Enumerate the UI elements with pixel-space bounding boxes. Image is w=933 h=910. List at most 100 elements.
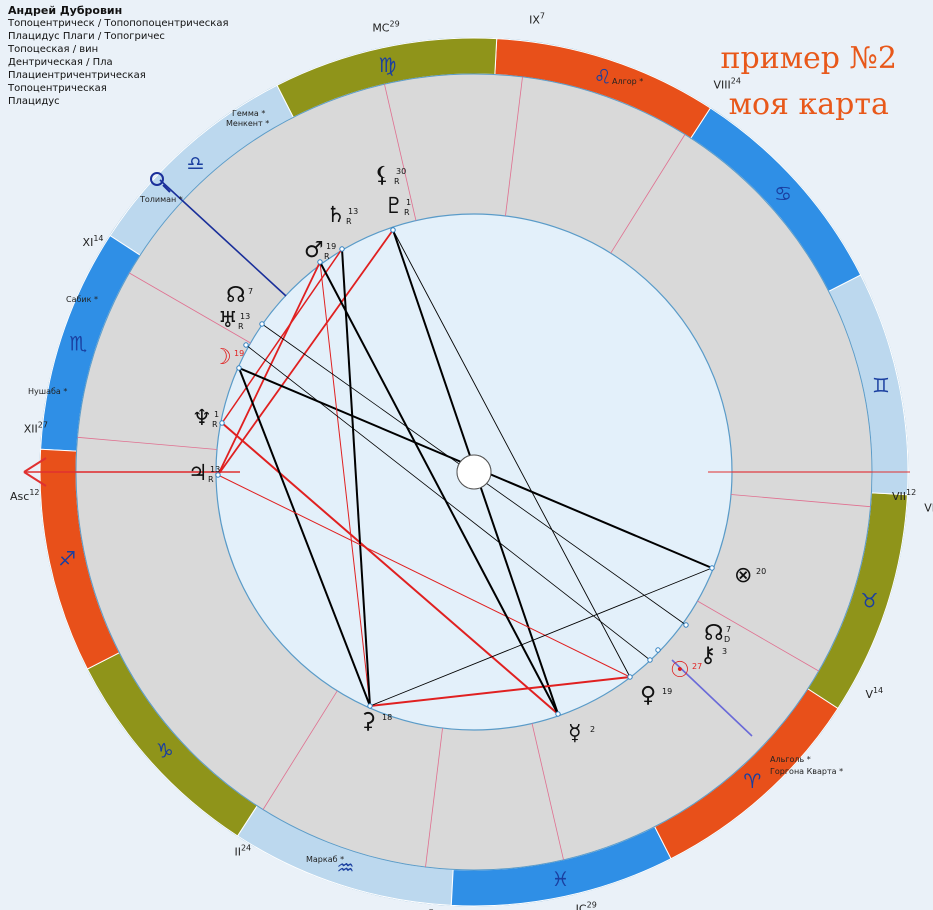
south-node-icon: ☊: [226, 283, 246, 308]
ceres-icon: ⚳: [360, 709, 376, 734]
fixed-star-label: Маркаб *: [306, 855, 344, 864]
house-degree: 7: [540, 11, 545, 20]
house-label: MC29: [372, 20, 399, 35]
planet-marker: [683, 622, 689, 628]
planet-marker: [709, 565, 715, 571]
house-degree: 24: [241, 843, 251, 852]
planet-marker: [555, 711, 561, 717]
aspect-line: [341, 248, 371, 707]
zodiac-sign-glyph: ♏: [69, 331, 87, 355]
mc-line: [159, 179, 287, 297]
planet-degree: 2: [590, 725, 595, 734]
planet-marker: [317, 259, 323, 265]
uranus-icon: ♅: [218, 308, 238, 333]
planet-degree: 7: [726, 625, 731, 634]
aspect-line: [319, 261, 371, 707]
header-line: Топоцеская / вин: [8, 44, 99, 55]
moon-icon: ☽: [212, 345, 232, 370]
planet-flag: D: [724, 635, 730, 644]
zodiac-sign-glyph: ♒: [336, 856, 354, 880]
aspect-line: [217, 261, 321, 476]
planet-degree: 3: [722, 647, 727, 656]
aspect-line: [369, 676, 631, 707]
house-cusp-line: [425, 728, 443, 868]
header-line: Топоцентрическ / Топопопоцентрическая: [8, 18, 229, 29]
planet-flag: R: [346, 217, 352, 226]
aspect-line: [392, 229, 631, 678]
house-label: XI14: [83, 234, 104, 249]
house-degree: 27: [38, 421, 48, 430]
saturn-icon: ♄: [326, 203, 346, 228]
venus-icon: ♀: [640, 683, 656, 708]
center-hub: [456, 454, 492, 490]
chiron-icon: ⚷: [700, 643, 716, 668]
mc-glyph-icon: [162, 184, 171, 193]
planet-flag: R: [394, 177, 400, 186]
house-label: Asc12: [10, 488, 40, 503]
fixed-star-label: Толиман *: [139, 195, 183, 204]
mars-icon: ♂: [304, 238, 324, 263]
house-label: VII12: [892, 488, 916, 503]
lilith-icon: ⚸: [374, 163, 390, 188]
house-cusp-line: [697, 600, 819, 672]
zodiac-sign-glyph: ♑: [156, 738, 174, 762]
zodiac-sign-glyph: ♌: [594, 64, 612, 88]
aspect-line: [238, 367, 371, 707]
house-degree: 14: [873, 686, 883, 695]
house-degree: 29: [587, 900, 597, 909]
header-line: Топоцентрическая: [8, 83, 107, 94]
planet-marker: [627, 674, 633, 680]
zodiac-sign-glyph: ♐: [58, 546, 76, 570]
house-cusp-line: [384, 84, 417, 221]
house-degree: 24: [731, 77, 741, 86]
planet-degree: 27: [692, 662, 702, 671]
house-label: II24: [234, 843, 251, 858]
aspect-line: [245, 344, 651, 661]
house-cusp-line: [531, 723, 564, 860]
fixed-star-label: Нушаба *: [28, 387, 67, 396]
zodiac-sign-glyph: ♋: [774, 182, 792, 206]
planet-degree: 1: [406, 198, 411, 207]
planet-marker: [367, 703, 373, 709]
fixed-star-label: Сабик *: [66, 295, 98, 304]
house-cusp-line: [77, 436, 218, 450]
aspect-line: [221, 422, 559, 715]
aspect-line: [369, 567, 713, 707]
planet-flag: R: [238, 322, 244, 331]
sun-icon: ☉: [670, 658, 690, 683]
house-cusp-line: [262, 690, 338, 810]
planet-degree: 20: [756, 567, 766, 576]
planet-flag: R: [212, 420, 218, 429]
planet-degree: 18: [382, 713, 392, 722]
planet-marker: [390, 227, 396, 233]
house-label: VIII24: [714, 77, 741, 92]
house-degree: 7: [429, 909, 434, 910]
planet-flag: R: [404, 208, 410, 217]
planet-marker: [215, 472, 221, 478]
pluto-icon: ♇: [384, 194, 404, 219]
aspect-line: [319, 261, 559, 715]
part-of-fortune-icon: ⊗: [734, 563, 752, 588]
header-line: Дентрическая / Пла: [8, 57, 113, 68]
planet-flag: R: [324, 252, 330, 261]
aspect-line: [217, 474, 631, 678]
house-cusp-line: [610, 134, 686, 254]
zodiac-sign-glyph: ♉: [861, 589, 879, 613]
header-line: Плациентричентрическая: [8, 70, 146, 81]
chart-title: пример №2 моя карта: [721, 36, 898, 128]
planet-degree: 13: [210, 465, 220, 474]
fixed-star-label: Менкент *: [226, 119, 269, 128]
house-cusp-line: [730, 494, 871, 508]
planet-marker: [219, 420, 225, 426]
planet-marker: [243, 342, 249, 348]
planet-degree: 19: [326, 242, 336, 251]
asc-arrow-icon: [23, 457, 47, 487]
house-label: IX7: [529, 11, 545, 26]
house-degree: 29: [389, 20, 399, 29]
fixed-star-label: Альголь *: [770, 755, 811, 764]
planet-degree: 7: [248, 287, 253, 296]
planet-degree: 19: [234, 349, 244, 358]
header-line: Плацидус Плаги / Топогричес: [8, 31, 165, 42]
planet-marker: [236, 365, 242, 371]
